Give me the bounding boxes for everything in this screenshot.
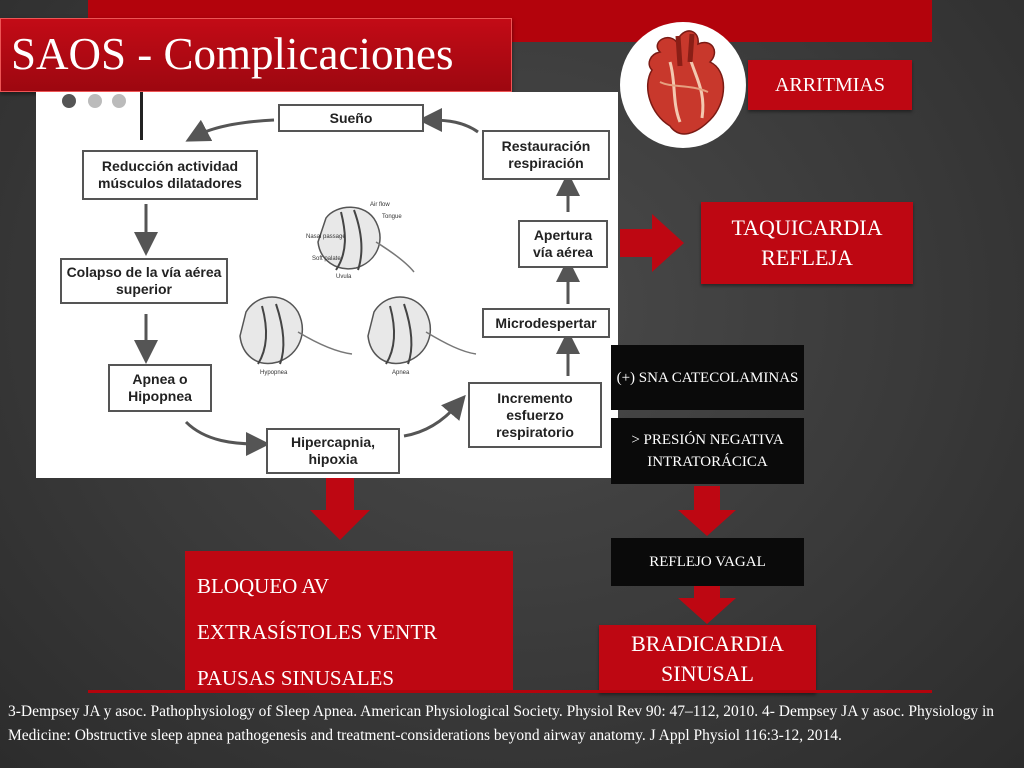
bradycardia-box: BRADICARDIA SINUSAL	[599, 625, 816, 693]
divider-line	[140, 92, 143, 140]
arrhythmias-box: ARRITMIAS	[748, 60, 912, 110]
cycle-step-apnea: Apnea o Hipopnea	[108, 364, 212, 412]
sns-catecholamines-box: (+) SNA CATECOLAMINAS	[611, 345, 804, 410]
vagal-reflex-box: REFLEJO VAGAL	[611, 538, 804, 586]
label-apnea: Apnea	[392, 370, 410, 376]
cycle-step-effort: Incremento esfuerzo respiratorio	[468, 382, 602, 448]
cycle-step-opening: Apertura vía aérea	[518, 220, 608, 268]
tachycardia-box: TAQUICARDIA REFLEJA	[701, 202, 913, 284]
arrow-down-bradycardia-block	[310, 478, 370, 540]
cycle-step-hypercapnia: Hipercapnia, hipoxia	[266, 428, 400, 474]
cycle-arrows: Air flow Tongue Nasal passage Soft palat…	[134, 108, 580, 456]
cycle-step-restoration: Restauración respiración	[482, 130, 610, 180]
cycle-step-sleep: Sueño	[278, 104, 424, 132]
dot-indicator	[88, 94, 102, 108]
arrow-down-vagal	[678, 486, 736, 536]
negative-pressure-box: > PRESIÓN NEGATIVA INTRATORÁCICA	[611, 418, 804, 484]
label-air-flow: Air flow	[370, 202, 390, 208]
slide-title: SAOS - Complicaciones	[0, 18, 512, 92]
arrow-right-tachycardia	[620, 214, 684, 272]
airway-normal-illustration	[317, 206, 415, 273]
label-soft-palate: Soft palate	[312, 256, 341, 262]
cycle-step-reduction: Reducción actividad músculos dilatadores	[82, 150, 258, 200]
airway-hypopnea-illustration	[239, 296, 353, 365]
cycle-step-collapse: Colapso de la vía aérea superior	[60, 258, 228, 304]
label-uvula: Uvula	[336, 274, 352, 280]
extrasystoles-label: EXTRASÍSTOLES VENTR	[197, 620, 438, 644]
av-block-label: BLOQUEO AV	[197, 574, 330, 598]
airway-apnea-illustration	[367, 296, 477, 365]
label-hypopnea: Hypopnea	[260, 370, 288, 376]
dot-indicator	[62, 94, 76, 108]
dot-indicator	[112, 94, 126, 108]
heart-illustration	[620, 22, 746, 148]
label-nasal-passage: Nasal passage	[306, 234, 346, 240]
sleep-apnea-cycle-diagram: Air flow Tongue Nasal passage Soft palat…	[36, 92, 618, 478]
arrow-down-bradycardia	[678, 586, 736, 624]
references: 3-Dempsey JA y asoc. Pathophysiology of …	[8, 703, 995, 744]
sinus-pauses-label: PAUSAS SINUSALES	[197, 666, 395, 690]
heart-icon	[647, 30, 725, 135]
cycle-step-microarousal: Microdespertar	[482, 308, 610, 338]
label-tongue: Tongue	[382, 214, 402, 220]
bottom-red-line	[88, 690, 932, 693]
conduction-disorders-box: BLOQUEO AV EXTRASÍSTOLES VENTR PAUSAS SI…	[185, 551, 513, 691]
